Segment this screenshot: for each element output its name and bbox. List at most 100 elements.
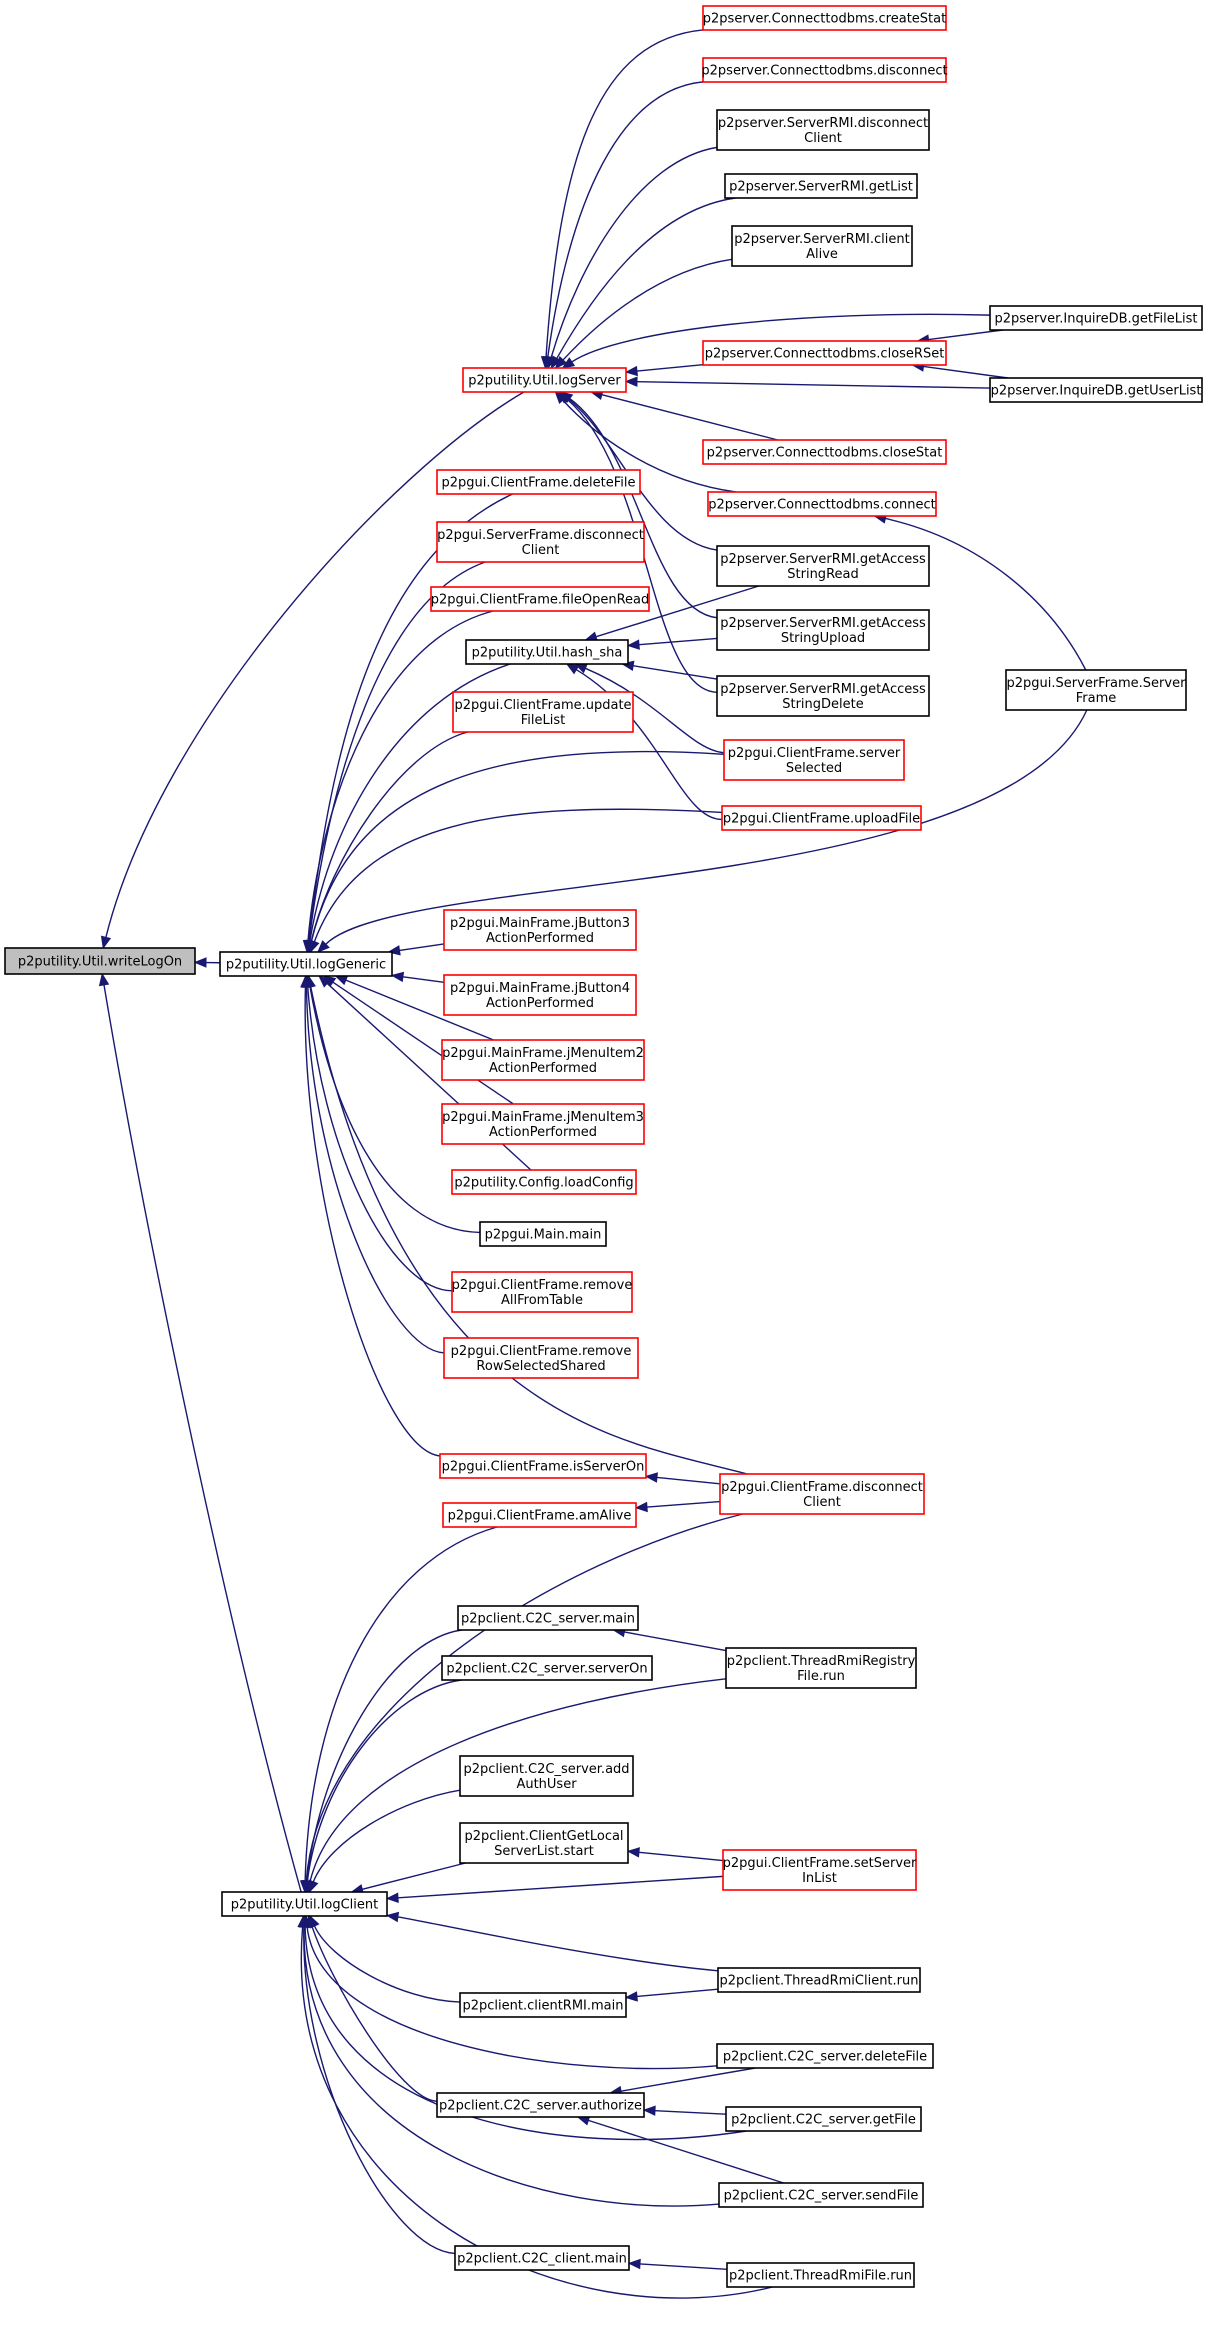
edge-line	[654, 2109, 727, 2115]
edges-layer	[98, 29, 1088, 2299]
node-box	[702, 57, 947, 83]
node-isServerOn[interactable]: p2pgui.ClientFrame.isServerOn	[439, 1453, 647, 1479]
call-edge-uploadFile-to-hashSha	[565, 663, 723, 821]
node-guiMain[interactable]: p2pgui.Main.main	[479, 1221, 607, 1247]
node-c2cSendFile[interactable]: p2pclient.C2C_server.sendFile	[718, 2182, 924, 2208]
node-authorize[interactable]: p2pclient.C2C_server.authorize	[436, 2092, 645, 2118]
node-label: p2pclient.C2C_server.main	[461, 1612, 635, 1627]
arrowhead-icon	[309, 939, 320, 954]
node-amAlive[interactable]: p2pgui.ClientFrame.amAlive	[442, 1502, 637, 1528]
node-label: p2pgui.MainFrame.jMenuItem2	[442, 1046, 644, 1061]
node-label: p2pgui.ClientFrame.disconnect	[721, 1480, 923, 1495]
edge-line	[397, 1916, 719, 1972]
node-c2cGetFile[interactable]: p2pclient.C2C_server.getFile	[725, 2106, 922, 2132]
node-label: p2pclient.ThreadRmiRegistry	[727, 1654, 916, 1669]
node-accessUpload[interactable]: p2pserver.ServerRMI.getAccessStringUploa…	[716, 609, 930, 651]
node-box	[441, 1039, 645, 1081]
node-getFileList[interactable]: p2pserver.InquireDB.getFileList	[989, 305, 1203, 331]
node-rmiGetList[interactable]: p2pserver.ServerRMI.getList	[724, 173, 918, 199]
node-serverOn[interactable]: p2pclient.C2C_server.serverOn	[441, 1655, 653, 1681]
call-edge-accessUpload-to-logServer	[559, 391, 718, 619]
arrowhead-icon	[634, 1501, 648, 1513]
node-label: p2pclient.ClientGetLocal	[464, 1829, 623, 1844]
call-edge-rmiDisconnectClient-to-logServer	[546, 146, 718, 370]
node-closeStat[interactable]: p2pserver.Connecttodbms.closeStat	[702, 439, 947, 465]
node-hashSha[interactable]: p2putility.Util.hash_sha	[465, 639, 629, 665]
node-fileOpenRead[interactable]: p2pgui.ClientFrame.fileOpenRead	[430, 586, 650, 612]
node-jMenuItem2[interactable]: p2pgui.MainFrame.jMenuItem2ActionPerform…	[441, 1039, 645, 1081]
node-closeRSet[interactable]: p2pserver.Connecttodbms.closeRSet	[702, 340, 947, 366]
node-createStat[interactable]: p2pserver.Connecttodbms.createStat	[702, 5, 947, 31]
node-clientRmiMain[interactable]: p2pclient.clientRMI.main	[459, 1992, 627, 2018]
node-logGeneric[interactable]: p2putility.Util.logGeneric	[219, 951, 393, 977]
node-c2cClientMain[interactable]: p2pclient.C2C_client.main	[454, 2245, 630, 2271]
node-dbDisconnect[interactable]: p2pserver.Connecttodbms.disconnect	[701, 57, 948, 83]
node-label: Selected	[786, 761, 842, 776]
node-label: p2pclient.C2C_server.serverOn	[446, 1662, 647, 1677]
node-box	[436, 469, 641, 495]
node-label: p2putility.Util.hash_sha	[472, 646, 623, 661]
node-label: p2pserver.InquireDB.getFileList	[995, 312, 1198, 327]
node-label: ActionPerformed	[486, 996, 594, 1011]
node-label: p2pclient.C2C_server.deleteFile	[723, 2050, 927, 2065]
edge-line	[638, 1851, 724, 1862]
edge-line	[601, 394, 779, 441]
call-edge-setServerInList-to-logClient	[385, 1875, 724, 1904]
node-loadConfig[interactable]: p2putility.Config.loadConfig	[451, 1169, 637, 1195]
node-logServer[interactable]: p2putility.Util.logServer	[462, 367, 627, 393]
edge-line	[309, 1678, 727, 1882]
node-threadRmiFile[interactable]: p2pclient.ThreadRmiFile.run	[726, 2262, 915, 2288]
call-edge-createStat-to-logServer	[540, 29, 704, 370]
node-label: p2putility.Util.logServer	[468, 374, 621, 389]
node-writeLogOn[interactable]: p2putility.Util.writeLogOn	[4, 947, 196, 975]
arrowhead-icon	[385, 1892, 399, 1904]
edge-line	[300, 1926, 773, 2299]
node-dbConnect[interactable]: p2pserver.Connecttodbms.connect	[707, 491, 937, 517]
node-box	[989, 305, 1203, 331]
node-getUserList[interactable]: p2pserver.InquireDB.getUserList	[989, 377, 1203, 403]
node-box	[716, 2043, 934, 2069]
arrowhead-icon	[644, 1472, 658, 1483]
node-box	[731, 225, 913, 267]
node-c2cDeleteFile[interactable]: p2pclient.C2C_server.deleteFile	[716, 2043, 934, 2069]
node-uploadFile[interactable]: p2pgui.ClientFrame.uploadFile	[721, 805, 922, 831]
edge-line	[303, 1926, 456, 2255]
call-edge-sfDisconnectClient-to-logGeneric	[303, 561, 486, 954]
call-edge-cfDisconnectClient-to-isServerOn	[644, 1472, 721, 1485]
node-accessDelete[interactable]: p2pserver.ServerRMI.getAccessStringDelet…	[716, 675, 930, 717]
node-threadRmiClient[interactable]: p2pclient.ThreadRmiClient.run	[717, 1967, 921, 1993]
node-logClient[interactable]: p2putility.Util.logClient	[221, 1891, 388, 1917]
node-serverFrame[interactable]: p2pgui.ServerFrame.ServerFrame	[1005, 669, 1187, 711]
node-label: p2pgui.ServerFrame.disconnect	[437, 528, 644, 543]
node-box	[219, 951, 393, 977]
node-deleteFile[interactable]: p2pgui.ClientFrame.deleteFile	[436, 469, 641, 495]
node-label: p2pgui.ClientFrame.uploadFile	[723, 812, 920, 827]
node-c2cServerMain[interactable]: p2pclient.C2C_server.main	[457, 1605, 639, 1631]
arrowhead-icon	[100, 935, 112, 950]
node-jMenuItem3[interactable]: p2pgui.MainFrame.jMenuItem3ActionPerform…	[441, 1103, 645, 1145]
node-label: p2pserver.InquireDB.getUserList	[991, 384, 1202, 399]
edge-line	[307, 610, 494, 942]
edge-line	[309, 986, 481, 1234]
node-label: StringUpload	[781, 631, 865, 646]
call-edge-jMenuItem2-to-logGeneric	[334, 975, 494, 1041]
node-removeRow[interactable]: p2pgui.ClientFrame.removeRowSelectedShar…	[443, 1337, 639, 1379]
node-box	[716, 545, 930, 587]
call-edge-setServerInList-to-localServerList	[626, 1847, 724, 1862]
call-edge-fileOpenRead-to-logGeneric	[302, 610, 494, 954]
arrowhead-icon	[334, 975, 349, 986]
